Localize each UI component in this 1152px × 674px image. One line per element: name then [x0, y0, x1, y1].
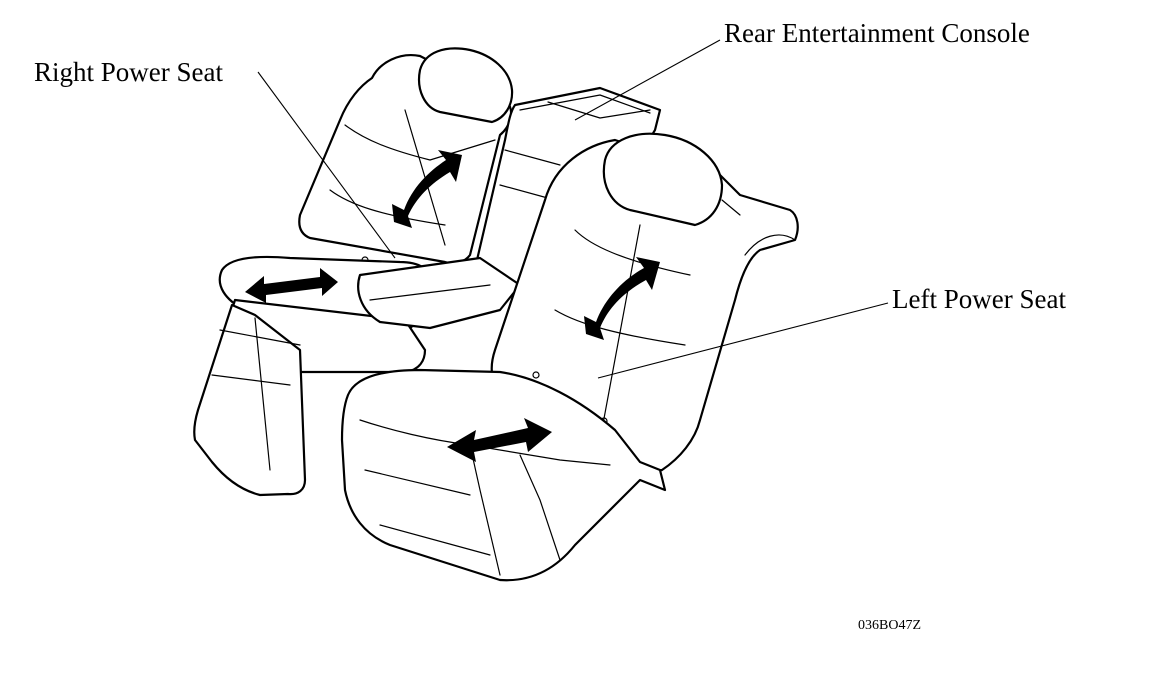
left-power-seat-label: Left Power Seat: [892, 284, 1066, 314]
right-seat-recline-arrow: [392, 150, 462, 228]
right-seat-cushion: [193, 255, 522, 497]
console-leader: [574, 39, 721, 121]
left-seat-headrest: [602, 132, 724, 227]
right-seat-slide-arrow: [245, 268, 338, 303]
left-seat-leader: [597, 302, 889, 379]
left-seat-slide-arrow: [447, 418, 552, 462]
left-seat-recline-arrow: [584, 257, 660, 340]
right-power-seat-label: Right Power Seat: [34, 57, 223, 87]
right-seat-leader: [257, 71, 396, 259]
figure-id: 036BO47Z: [858, 618, 921, 633]
rear-entertainment-console-label: Rear Entertainment Console: [724, 18, 1030, 48]
left-seat-cushion: [340, 368, 667, 582]
right-seat-headrest: [417, 47, 514, 124]
leader-lines: [257, 39, 889, 379]
